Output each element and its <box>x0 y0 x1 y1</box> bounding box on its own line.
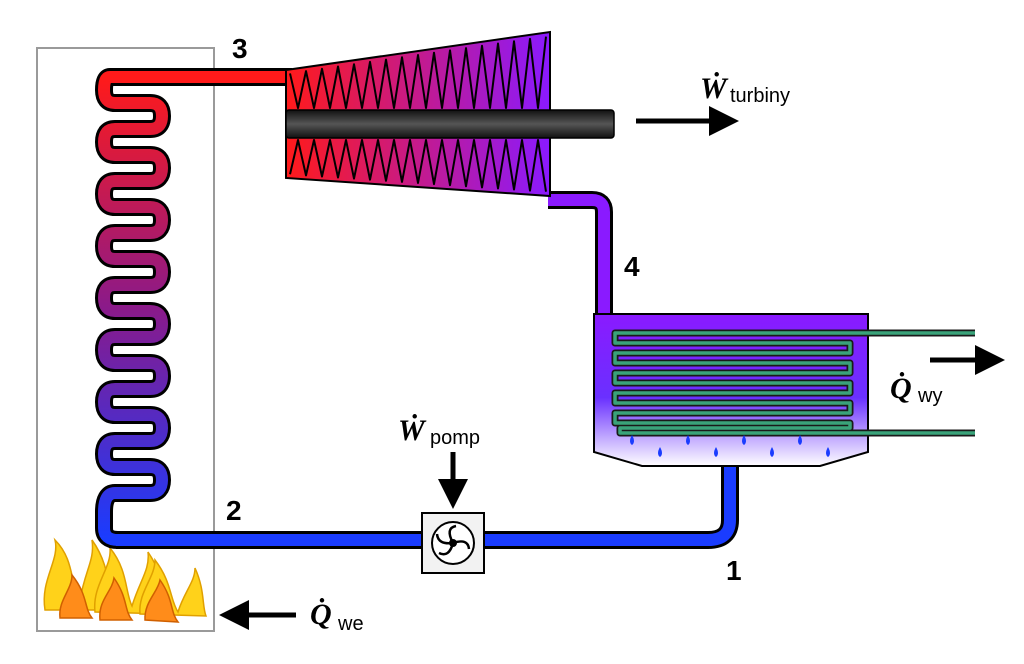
heat-in-subscript: we <box>337 613 364 635</box>
pump-work-subscript: pomp <box>430 427 480 449</box>
condensate-drops <box>630 435 830 457</box>
turbine-shaft <box>285 109 615 139</box>
heat-in-label: Q̇ we <box>310 598 364 635</box>
heat-out-subscript: wy <box>917 385 942 407</box>
state-point-3: 3 <box>232 33 248 64</box>
water-drop <box>714 447 718 457</box>
water-drop <box>686 435 690 445</box>
fan-icon <box>435 524 471 556</box>
state-point-1: 1 <box>726 555 742 586</box>
pump-work-label: Ẇ pomp <box>398 413 480 449</box>
turbine-work-label: Ẇ turbiny <box>700 71 790 107</box>
pipe-condenser-to-pump <box>484 466 739 549</box>
water-drop <box>770 447 774 457</box>
turbine-blades <box>289 36 547 192</box>
pipe-turbine-to-condenser <box>548 191 613 322</box>
pump-work-symbol: Ẇ <box>398 413 427 447</box>
turbine-work-symbol: Ẇ <box>700 71 729 105</box>
flame-icon <box>43 537 208 623</box>
heat-in-symbol: Q̇ <box>310 598 332 631</box>
boiler-tube <box>95 68 171 549</box>
turbine-work-subscript: turbiny <box>730 85 790 107</box>
heat-out-symbol: Q̇ <box>890 372 912 405</box>
water-drop <box>798 435 802 445</box>
state-point-4: 4 <box>624 251 640 282</box>
state-point-2: 2 <box>226 495 242 526</box>
condenser <box>593 313 975 467</box>
water-drop <box>826 447 830 457</box>
water-drop <box>742 435 746 445</box>
heat-out-label: Q̇ wy <box>890 372 942 407</box>
boiler-enclosure <box>36 47 215 632</box>
pump <box>421 512 485 574</box>
water-drop <box>630 435 634 445</box>
water-drop <box>658 447 662 457</box>
